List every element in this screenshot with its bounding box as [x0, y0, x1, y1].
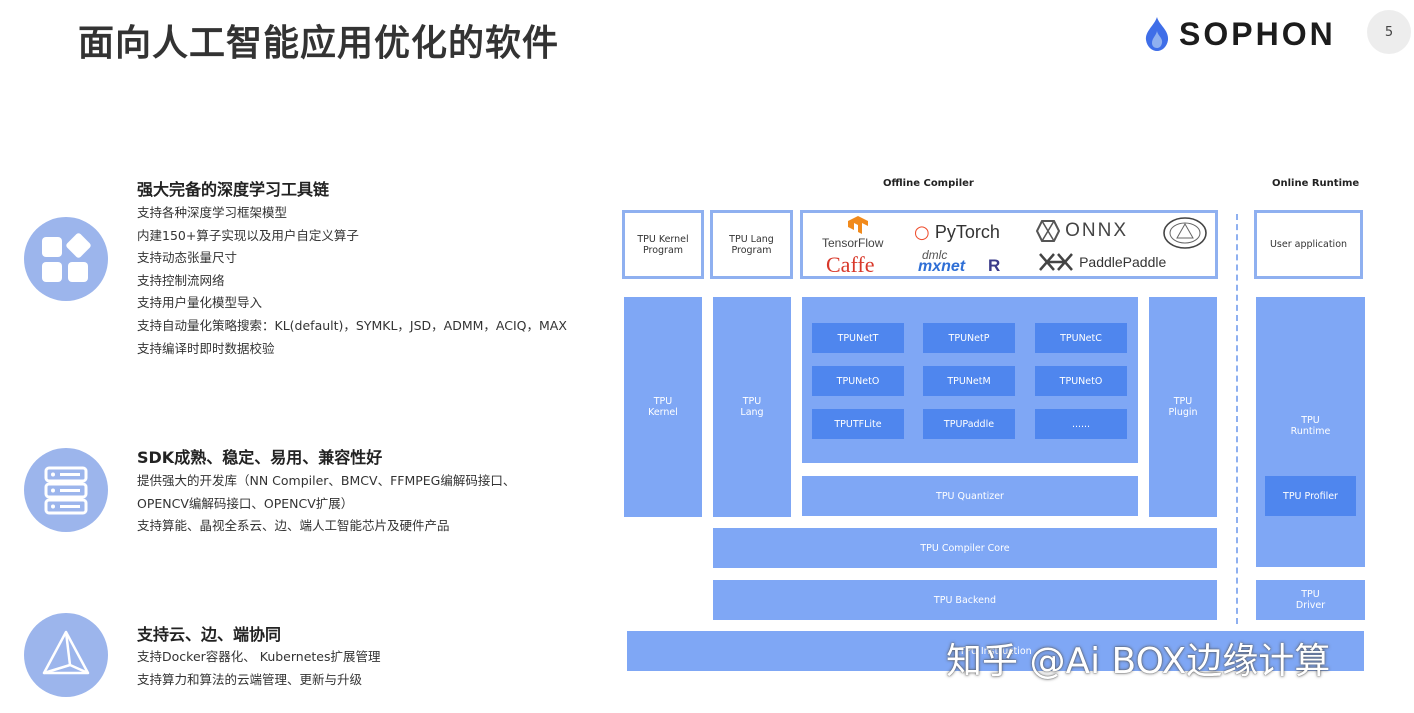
feature-list-cloud-edge: 支持Docker容器化、 Kubernetes扩展管理 支持算力和算法的云端管理…	[137, 646, 381, 691]
feature-title-sdk: SDK成熟、稳定、易用、兼容性好	[137, 448, 383, 467]
paddlepaddle-label: PaddlePaddle	[1079, 254, 1167, 270]
tpu-lang-program-box: TPU Lang Program	[710, 210, 793, 279]
frameworks-box	[800, 210, 1218, 279]
net-box: TPUPaddle	[923, 409, 1015, 439]
net-box: TPUNetT	[812, 323, 904, 353]
feature-title-toolchain: 强大完备的深度学习工具链	[137, 180, 330, 199]
paddle-icon	[1039, 253, 1073, 271]
pytorch-logo: ○ PyTorch	[914, 222, 1000, 243]
feature-line: 支持控制流网络	[137, 272, 225, 288]
net-box: ......	[1035, 409, 1127, 439]
tpu-kernel-column: TPU Kernel	[624, 297, 702, 517]
tpu-lang-column: TPU Lang	[713, 297, 791, 517]
tpu-compiler-core-box: TPU Compiler Core	[713, 528, 1217, 568]
feature-list-sdk: 提供强大的开发库（NN Compiler、BMCV、FFMPEG编解码接口、 O…	[137, 470, 515, 538]
pyramid-icon	[24, 613, 108, 697]
feature-list-toolchain: 支持各种深度学习框架模型 内建150+算子实现以及用户自定义算子 支持动态张量尺…	[137, 202, 567, 360]
pytorch-icon: ○	[914, 222, 930, 243]
page-number: 5	[1367, 10, 1411, 54]
blocks-icon	[24, 217, 108, 301]
onnx-icon	[1035, 220, 1061, 242]
net-box: TPUNetP	[923, 323, 1015, 353]
feature-line: 支持动态张量尺寸	[137, 250, 238, 266]
onnx-label: ONNX	[1065, 220, 1128, 241]
tensorflow-icon	[848, 216, 868, 234]
onnx-logo: ONNX	[1035, 220, 1128, 242]
user-application-box: User application	[1254, 210, 1363, 279]
framework-seal-icon	[1163, 217, 1207, 249]
brand-name: SOPHON	[1179, 15, 1336, 52]
net-box: TPUNetO	[1035, 366, 1127, 396]
feature-line: 提供强大的开发库（NN Compiler、BMCV、FFMPEG编解码接口、	[137, 473, 516, 488]
feature-line: 支持自动量化策略搜索：KL(default)，SYMKL，JSD，ADMM，AC…	[137, 317, 567, 333]
page-title: 面向人工智能应用优化的软件	[78, 23, 560, 64]
feature-line: 支持各种深度学习框架模型	[137, 205, 288, 220]
mxnet-label: mxnet	[918, 258, 966, 275]
tpu-quantizer-box: TPU Quantizer	[802, 476, 1138, 516]
feature-line: 支持用户量化模型导入	[137, 295, 263, 311]
feature-line: 支持算力和算法的云端管理、更新与升级	[137, 671, 363, 687]
tpu-runtime-column: TPU Runtime	[1256, 297, 1365, 567]
paddlepaddle-logo: PaddlePaddle	[1038, 250, 1166, 274]
tpu-profiler-box: TPU Profiler	[1265, 476, 1356, 516]
tpu-backend-box: TPU Backend	[713, 580, 1217, 620]
feature-line: 支持算能、晶视全系云、边、端人工智能芯片及硬件产品	[137, 518, 450, 534]
net-box: TPUNetC	[1035, 323, 1127, 353]
net-box: TPUTFLite	[812, 409, 904, 439]
feature-line: OPENCV编解码接口、OPENCV扩展）	[137, 495, 354, 511]
offline-online-divider	[1236, 214, 1238, 624]
flame-icon	[1145, 17, 1169, 51]
feature-title-cloud-edge: 支持云、边、端协同	[137, 625, 282, 644]
net-box: TPUNetM	[923, 366, 1015, 396]
tpu-plugin-column: TPU Plugin	[1149, 297, 1217, 517]
offline-compiler-header: Offline Compiler	[883, 178, 974, 189]
pytorch-label: PyTorch	[934, 222, 1000, 242]
tensorflow-label: TensorFlow	[822, 236, 884, 250]
tpu-driver-box: TPU Driver	[1256, 580, 1365, 620]
net-box: TPUNetO	[812, 366, 904, 396]
feature-line: 内建150+算子实现以及用户自定义算子	[137, 227, 359, 243]
server-icon	[24, 448, 108, 532]
watermark: 知乎 @Ai BOX边缘计算	[946, 641, 1331, 682]
caffe-label: Caffe	[826, 252, 875, 277]
sophon-logo: SOPHON	[1145, 14, 1336, 54]
mxnet-r-label: R	[988, 256, 1001, 275]
tpu-instruction-box: TPU Instruction	[627, 631, 1364, 671]
online-runtime-header: Online Runtime	[1272, 178, 1360, 189]
dmlc-label: dmlc	[922, 248, 948, 262]
feature-line: 支持Docker容器化、 Kubernetes扩展管理	[137, 649, 381, 664]
feature-line: 支持编译时即时数据校验	[137, 340, 275, 356]
tpu-kernel-program-box: TPU Kernel Program	[622, 210, 704, 279]
